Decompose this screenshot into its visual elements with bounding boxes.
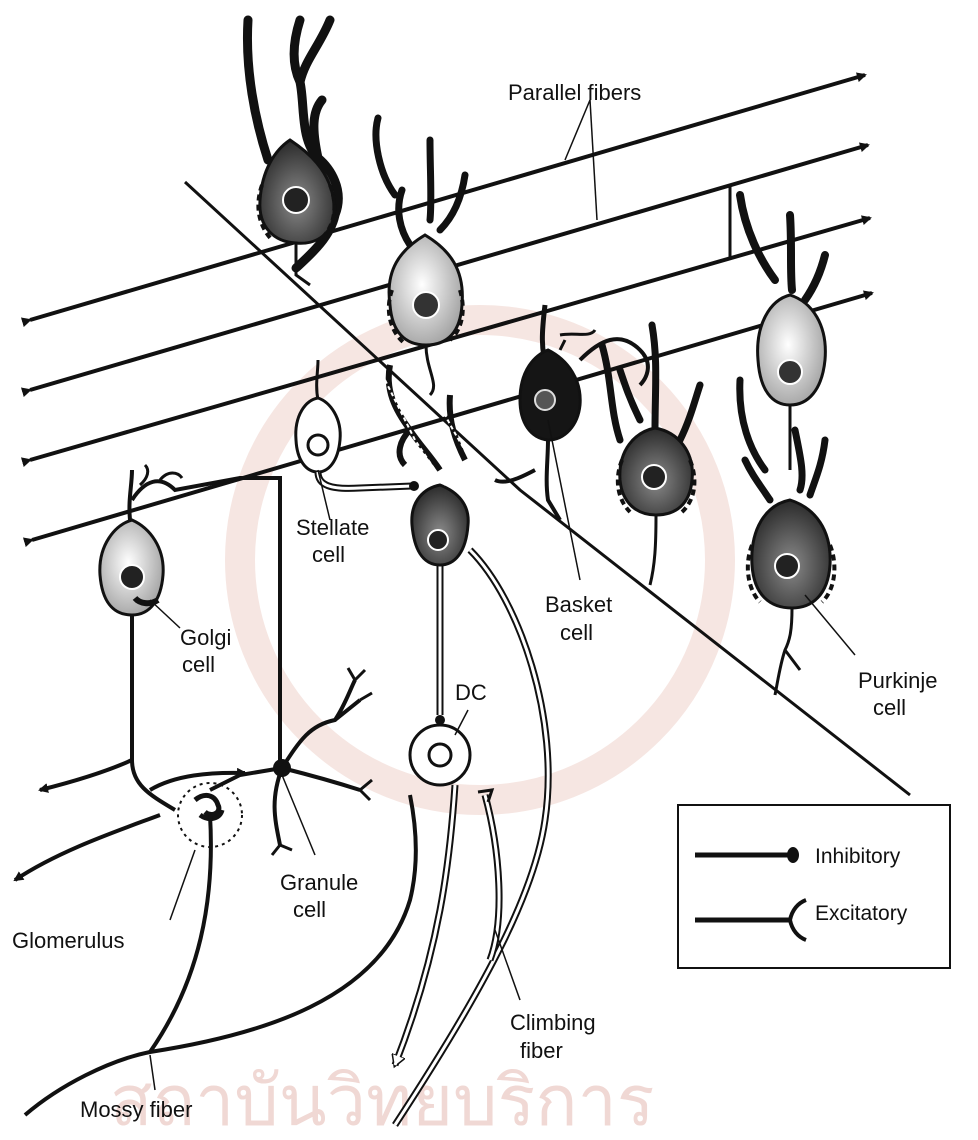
golgi-axon-left	[40, 760, 132, 790]
label-purkinje-line2: cell	[873, 695, 906, 720]
label-parallel-fibers: Parallel fibers	[508, 80, 641, 105]
label-dc: DC	[455, 680, 487, 705]
label-climbing-line2: fiber	[520, 1038, 563, 1063]
label-golgi-line2: cell	[182, 652, 215, 677]
legend-inhibitory-label: Inhibitory	[815, 845, 901, 868]
legend-box: Inhibitory Excitatory	[678, 805, 950, 968]
leader-parallel-fibers-b	[590, 100, 597, 220]
purkinje-cell-center	[385, 365, 470, 565]
label-stellate-line1: Stellate	[296, 515, 369, 540]
purkinje-cell-right-3	[740, 380, 835, 695]
label-basket-line1: Basket	[545, 592, 612, 617]
leader-dc	[455, 710, 468, 735]
mossy-fiber-to-glomerulus	[150, 815, 211, 1052]
legend-excitatory-label: Excitatory	[815, 902, 908, 925]
leader-parallel-fibers-a	[565, 100, 590, 160]
label-granule-line2: cell	[293, 897, 326, 922]
leader-glomerulus	[170, 850, 195, 920]
leader-basket	[548, 420, 580, 580]
label-mossy-fiber: Mossy fiber	[80, 1097, 192, 1122]
leader-granule	[282, 775, 315, 855]
purkinje-cell-top-1	[247, 20, 338, 285]
label-glomerulus: Glomerulus	[12, 928, 124, 953]
label-granule-line1: Granule	[280, 870, 358, 895]
golgi-axon-lower	[15, 815, 160, 880]
leader-golgi	[150, 600, 180, 628]
label-basket-line2: cell	[560, 620, 593, 645]
label-climbing-line1: Climbing	[510, 1010, 596, 1035]
leader-purkinje	[805, 595, 855, 655]
leader-stellate	[318, 470, 330, 520]
label-golgi-line1: Golgi	[180, 625, 231, 650]
label-stellate-line2: cell	[312, 542, 345, 567]
label-purkinje-line1: Purkinje	[858, 668, 937, 693]
